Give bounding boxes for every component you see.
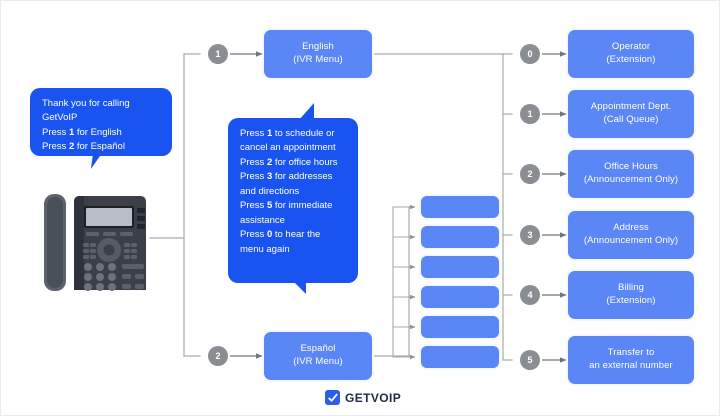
getvoip-logo: GETVOIP bbox=[325, 390, 401, 405]
node-address-title: Address bbox=[613, 222, 649, 234]
node-address-subtitle: (Announcement Only) bbox=[583, 235, 679, 246]
greeting-line-2: GetVoIP bbox=[42, 112, 78, 124]
node-office-hours-title: Office Hours bbox=[604, 161, 658, 173]
badge-destination-0: 0 bbox=[520, 44, 540, 64]
menu-line-4: Press 3 for addresses bbox=[240, 171, 333, 183]
option-slot-4[interactable] bbox=[421, 286, 499, 308]
node-appointment-dept-subtitle: (Call Queue) bbox=[603, 114, 659, 125]
desk-phone-icon bbox=[38, 182, 156, 300]
node-appointment-dept[interactable]: Appointment Dept. (Call Queue) bbox=[568, 90, 694, 138]
node-appointment-dept-title: Appointment Dept. bbox=[590, 101, 672, 113]
option-slot-1[interactable] bbox=[421, 196, 499, 218]
badge-destination-2: 2 bbox=[520, 164, 540, 184]
getvoip-wordmark: GETVOIP bbox=[345, 390, 402, 405]
node-transfer-external-subtitle: an external number bbox=[589, 360, 673, 371]
node-office-hours-subtitle: (Announcement Only) bbox=[583, 174, 679, 185]
node-billing-title: Billing bbox=[617, 282, 645, 294]
node-transfer-external[interactable]: Transfer to an external number bbox=[568, 336, 694, 384]
menu-line-6: Press 5 for immediate bbox=[240, 200, 333, 212]
menu-line-9: menu again bbox=[240, 243, 290, 255]
greeting-bubble-tail bbox=[90, 153, 112, 169]
greeting-line-3: Press 1 for English bbox=[42, 126, 122, 138]
node-espanol-ivr[interactable]: Español (IVR Menu) bbox=[264, 332, 372, 380]
node-espanol-subtitle: (IVR Menu) bbox=[293, 356, 343, 367]
badge-destination-3: 3 bbox=[520, 225, 540, 245]
menu-line-8: Press 0 to hear the bbox=[240, 229, 321, 241]
option-slot-6[interactable] bbox=[421, 346, 499, 368]
badge-language-2: 2 bbox=[208, 346, 228, 366]
option-slot-2[interactable] bbox=[421, 226, 499, 248]
greeting-line-1: Thank you for calling bbox=[42, 98, 130, 109]
menu-line-1: Press 1 to schedule or bbox=[240, 128, 335, 139]
badge-destination-5: 5 bbox=[520, 350, 540, 370]
node-transfer-external-title: Transfer to bbox=[607, 347, 655, 359]
node-english-ivr[interactable]: English (IVR Menu) bbox=[264, 30, 372, 78]
menu-bubble-tail-top bbox=[290, 103, 314, 121]
node-operator-title: Operator bbox=[611, 41, 651, 53]
menu-line-2: cancel an appointment bbox=[240, 142, 336, 154]
node-billing-subtitle: (Extension) bbox=[606, 295, 656, 306]
node-english-title: English bbox=[302, 41, 334, 53]
node-espanol-title: Español bbox=[300, 343, 336, 355]
badge-destination-4: 4 bbox=[520, 285, 540, 305]
menu-line-5: and directions bbox=[240, 185, 300, 197]
node-office-hours[interactable]: Office Hours (Announcement Only) bbox=[568, 150, 694, 198]
option-slot-5[interactable] bbox=[421, 316, 499, 338]
ivr-menu-bubble: Press 1 to schedule or cancel an appoint… bbox=[228, 118, 358, 283]
badge-destination-1: 1 bbox=[520, 104, 540, 124]
menu-line-3: Press 2 for office hours bbox=[240, 156, 338, 168]
badge-language-1: 1 bbox=[208, 44, 228, 64]
node-english-subtitle: (IVR Menu) bbox=[293, 54, 343, 65]
greeting-bubble: Thank you for calling GetVoIP Press 1 fo… bbox=[30, 88, 172, 156]
option-slot-3[interactable] bbox=[421, 256, 499, 278]
node-operator[interactable]: Operator (Extension) bbox=[568, 30, 694, 78]
node-operator-subtitle: (Extension) bbox=[606, 54, 656, 65]
menu-line-7: assistance bbox=[240, 214, 285, 226]
menu-bubble-tail-bottom bbox=[286, 281, 306, 294]
node-address[interactable]: Address (Announcement Only) bbox=[568, 211, 694, 259]
greeting-line-4: Press 2 for Español bbox=[42, 141, 125, 153]
getvoip-check-icon bbox=[325, 390, 340, 405]
node-billing[interactable]: Billing (Extension) bbox=[568, 271, 694, 319]
